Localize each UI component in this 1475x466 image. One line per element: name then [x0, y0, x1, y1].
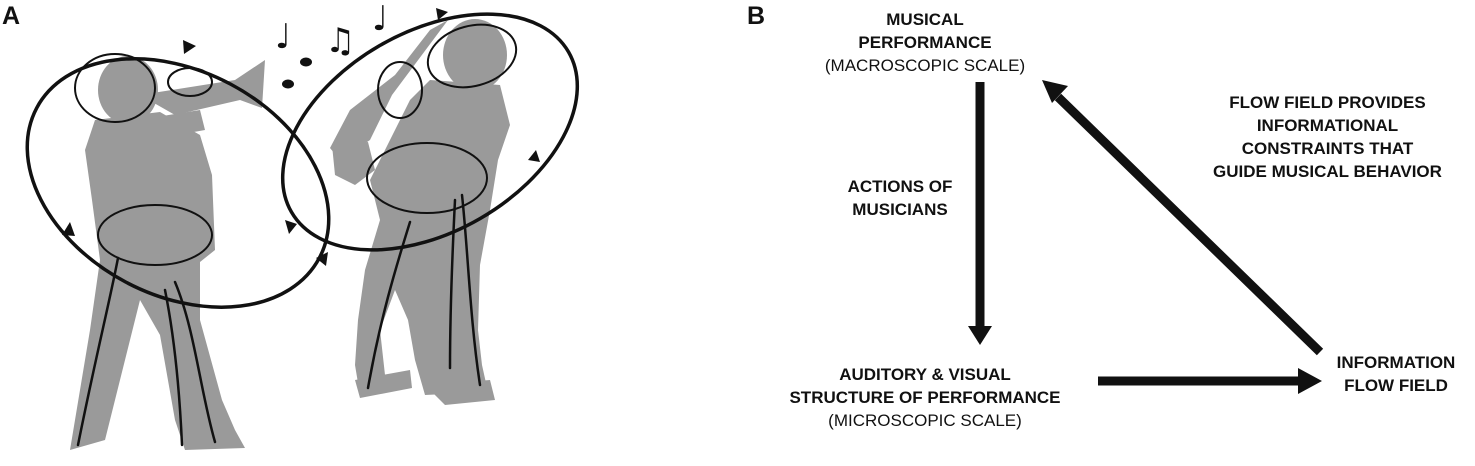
musicians-illustration: ♩ ♫ ♩ [25, 0, 580, 450]
panel-label-a: A [2, 2, 21, 30]
contour-lines [76, 193, 482, 447]
trumpet-player-silhouette [70, 56, 265, 450]
arrow-bottom-to-right [1098, 368, 1322, 394]
sub-loops [74, 23, 518, 266]
saxophone-player-loop [280, 12, 580, 252]
musical-notes: ♩ ♫ ♩ [275, 0, 388, 89]
node-information-flow-field: INFORMATION FLOW FIELD [1318, 351, 1474, 397]
node-auditory-visual-structure-title: AUDITORY & VISUAL STRUCTURE OF PERFORMAN… [789, 365, 1061, 407]
node-musical-performance: MUSICAL PERFORMANCE (MACROSCOPIC SCALE) [790, 8, 1060, 77]
node-microscopic-scale: (MICROSCOPIC SCALE) [828, 411, 1022, 430]
node-macroscopic-scale: (MACROSCOPIC SCALE) [824, 56, 1026, 75]
node-information-flow-field-title: INFORMATION FLOW FIELD [1336, 353, 1456, 395]
note-dot-2 [282, 79, 294, 89]
node-auditory-visual-structure: AUDITORY & VISUAL STRUCTURE OF PERFORMAN… [770, 363, 1080, 432]
note-2: ♫ [325, 21, 355, 61]
note-dot-1 [300, 57, 312, 67]
note-1: ♩ [275, 17, 291, 57]
loop-direction-arrowheads [62, 8, 540, 266]
note-3: ♩ [372, 0, 388, 39]
edge-label-flow-field-constraints: FLOW FIELD PROVIDES INFORMATIONAL CONSTR… [1213, 93, 1442, 181]
node-musical-performance-title: MUSICAL PERFORMANCE [858, 10, 992, 52]
edge-label-actions-of-musicians: ACTIONS OF MUSICIANS [847, 177, 953, 219]
panel-label-b: B [747, 2, 766, 30]
